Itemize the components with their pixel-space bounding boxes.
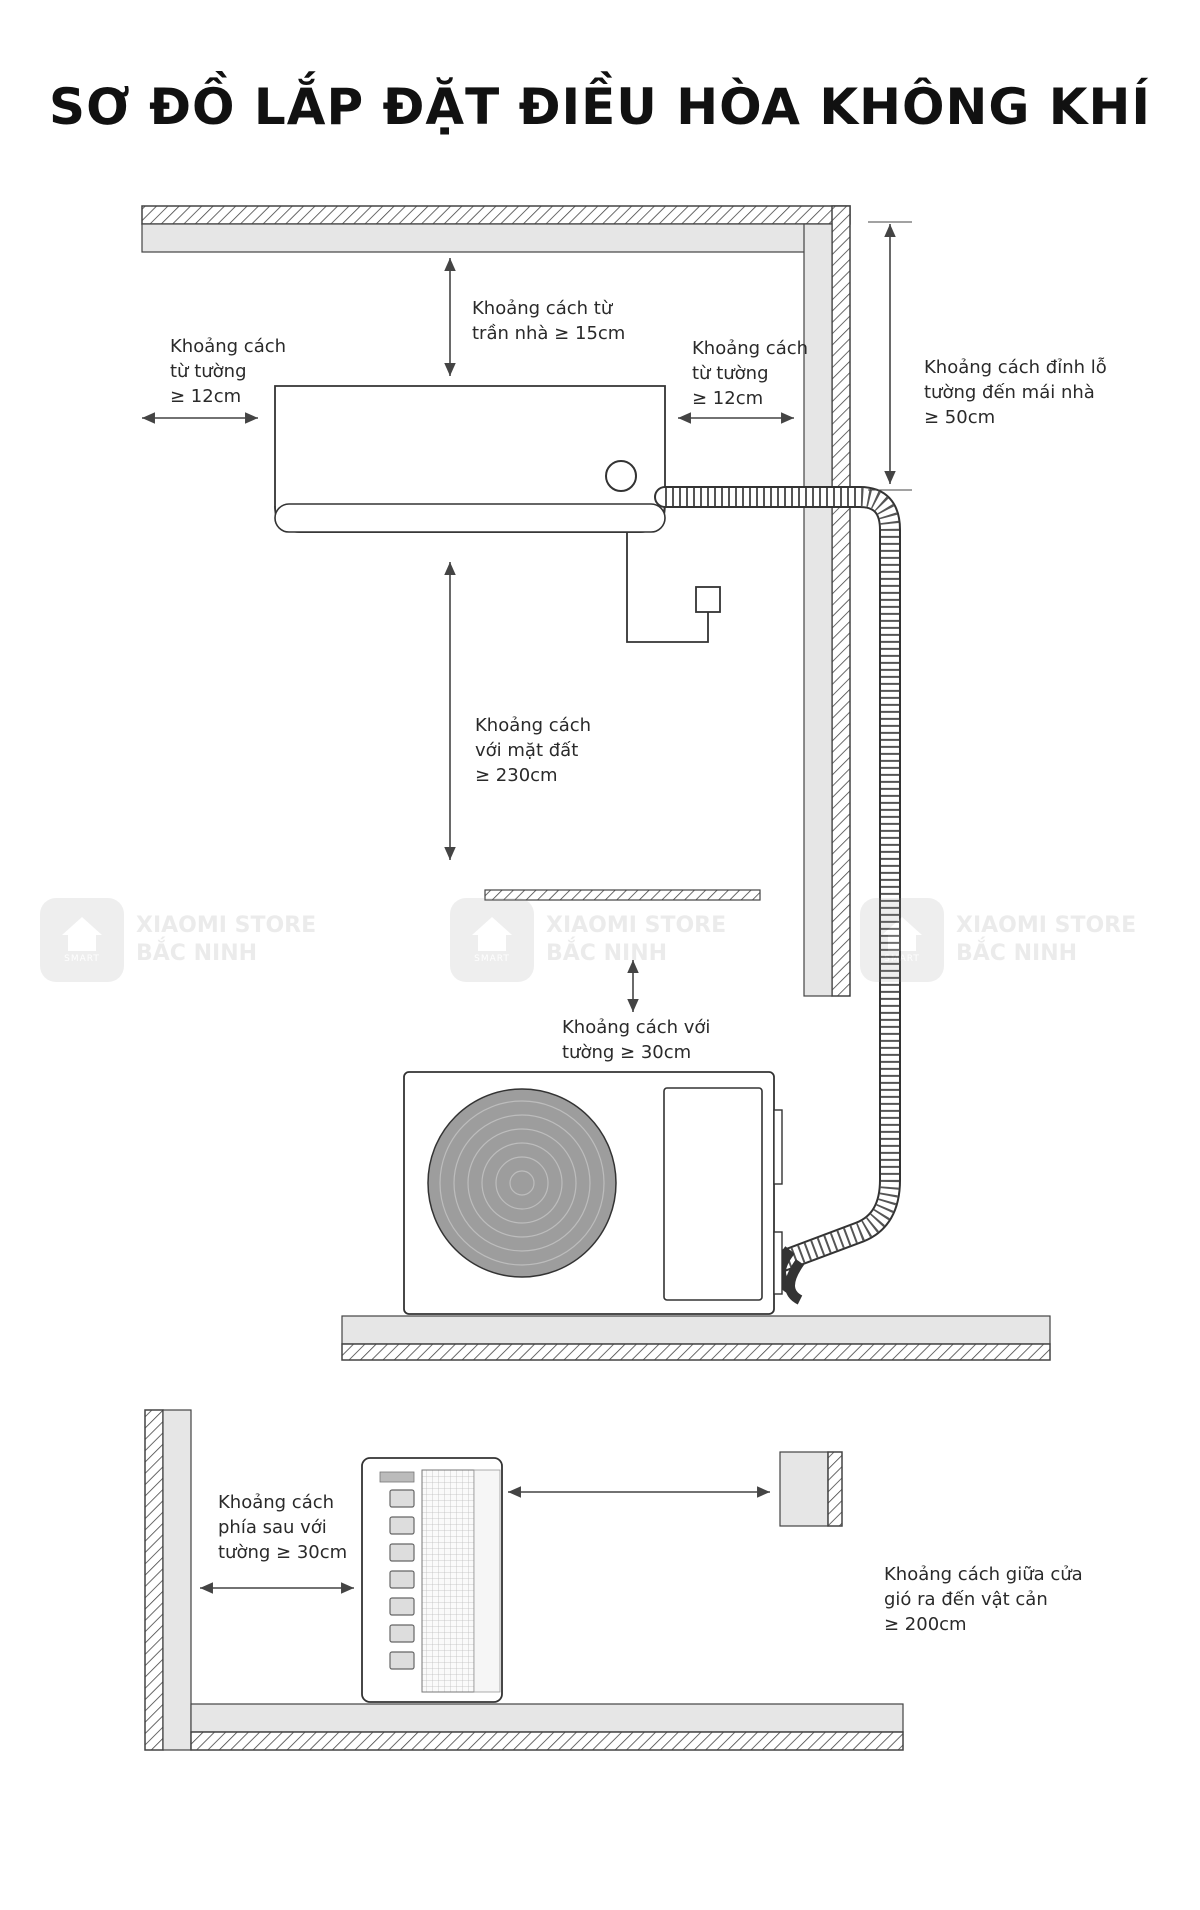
outdoor-unit-front — [403, 1071, 783, 1315]
power-outlet — [626, 532, 721, 643]
bottom-ground — [190, 1703, 904, 1751]
outdoor-shelf — [484, 889, 761, 901]
rear-wall — [144, 1409, 192, 1751]
dimension-arrows — [142, 221, 912, 1012]
refrigerant-pipe — [654, 486, 901, 1305]
outdoor-ground — [341, 1315, 1051, 1361]
outdoor-unit-side — [361, 1457, 503, 1703]
store-logo-icon: SMART — [40, 898, 124, 982]
store-logo-icon: SMART — [450, 898, 534, 982]
indoor-unit — [274, 385, 666, 533]
right-wall — [803, 205, 851, 997]
obstacle — [779, 1451, 843, 1527]
page-title: SƠ ĐỒ LẮP ĐẶT ĐIỀU HÒA KHÔNG KHÍ — [49, 78, 1151, 136]
bottom-dimension-arrows — [200, 1486, 770, 1594]
ceiling — [141, 205, 851, 253]
store-logo-icon: SMART — [860, 898, 944, 982]
